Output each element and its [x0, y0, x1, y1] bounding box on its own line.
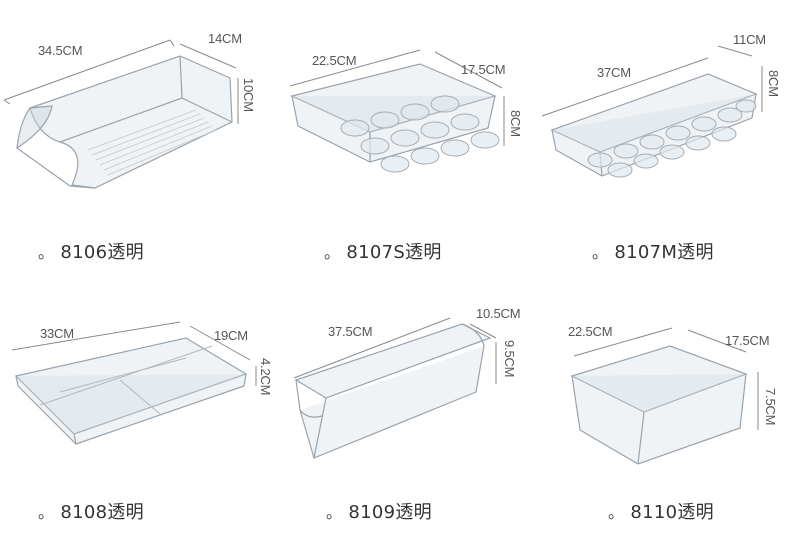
length-dimension: 33CM	[40, 326, 74, 341]
width-dimension: 14CM	[208, 31, 242, 46]
product-caption: 。 8107M透明	[592, 238, 714, 264]
bullet: 。	[38, 503, 55, 522]
product-caption: 。 8110透明	[608, 498, 714, 524]
product-8110: 22.5CM 17.5CM 7.5CM 。 8110透明	[530, 280, 790, 547]
length-dimension: 34.5CM	[38, 43, 83, 58]
height-dimension: 4.2CM	[258, 358, 273, 396]
product-8108: 33CM 19CM 4.2CM 。 8108透明	[0, 280, 273, 547]
product-8107m: 37CM 11CM 8CM 。 8107M透明	[530, 0, 790, 270]
height-dimension: 7.5CM	[763, 388, 778, 426]
bullet: 。	[592, 243, 609, 262]
height-dimension: 8CM	[766, 70, 781, 97]
model-label: 8110透明	[630, 502, 714, 523]
product-8109: 37.5CM 10.5CM 9.5CM 。 8109透明	[270, 280, 530, 547]
width-dimension: 17.5CM	[461, 62, 506, 77]
model-label: 8108透明	[60, 502, 144, 523]
width-dimension: 11CM	[733, 32, 766, 47]
product-8107s: 22.5CM 17.5CM 8CM 。 8107S透明	[270, 0, 530, 270]
divider-tray-8108-drawing	[11, 321, 257, 445]
model-label: 8107M透明	[614, 242, 714, 263]
model-label: 8109透明	[348, 502, 432, 523]
width-dimension: 10.5CM	[476, 306, 521, 321]
product-caption: 。 8106透明	[38, 238, 144, 264]
length-dimension: 37CM	[597, 65, 631, 80]
bullet: 。	[326, 503, 343, 522]
height-dimension: 10CM	[241, 78, 256, 112]
length-dimension: 22.5CM	[312, 53, 357, 68]
width-dimension: 19CM	[214, 328, 248, 343]
model-label: 8107S透明	[346, 242, 442, 263]
bullet: 。	[608, 503, 625, 522]
model-label: 8106透明	[60, 242, 144, 263]
lidded-box-8110-drawing	[570, 327, 759, 465]
product-caption: 。 8109透明	[326, 498, 432, 524]
length-dimension: 37.5CM	[328, 324, 373, 339]
product-caption: 。 8108透明	[38, 498, 144, 524]
bullet: 。	[38, 243, 55, 262]
storage-bin-8109-drawing	[293, 317, 497, 459]
bullet: 。	[324, 243, 341, 262]
egg-tray-8107s-drawing	[289, 49, 505, 173]
height-dimension: 8CM	[508, 110, 523, 137]
width-dimension: 17.5CM	[725, 333, 770, 348]
bin-8106-drawing	[3, 39, 239, 189]
product-caption: 。 8107S透明	[324, 238, 442, 264]
height-dimension: 9.5CM	[502, 340, 517, 378]
length-dimension: 22.5CM	[568, 324, 613, 339]
egg-tray-8107m-drawing	[541, 45, 763, 178]
product-8106: 34.5CM 14CM 10CM 。 8106透明	[0, 0, 270, 270]
